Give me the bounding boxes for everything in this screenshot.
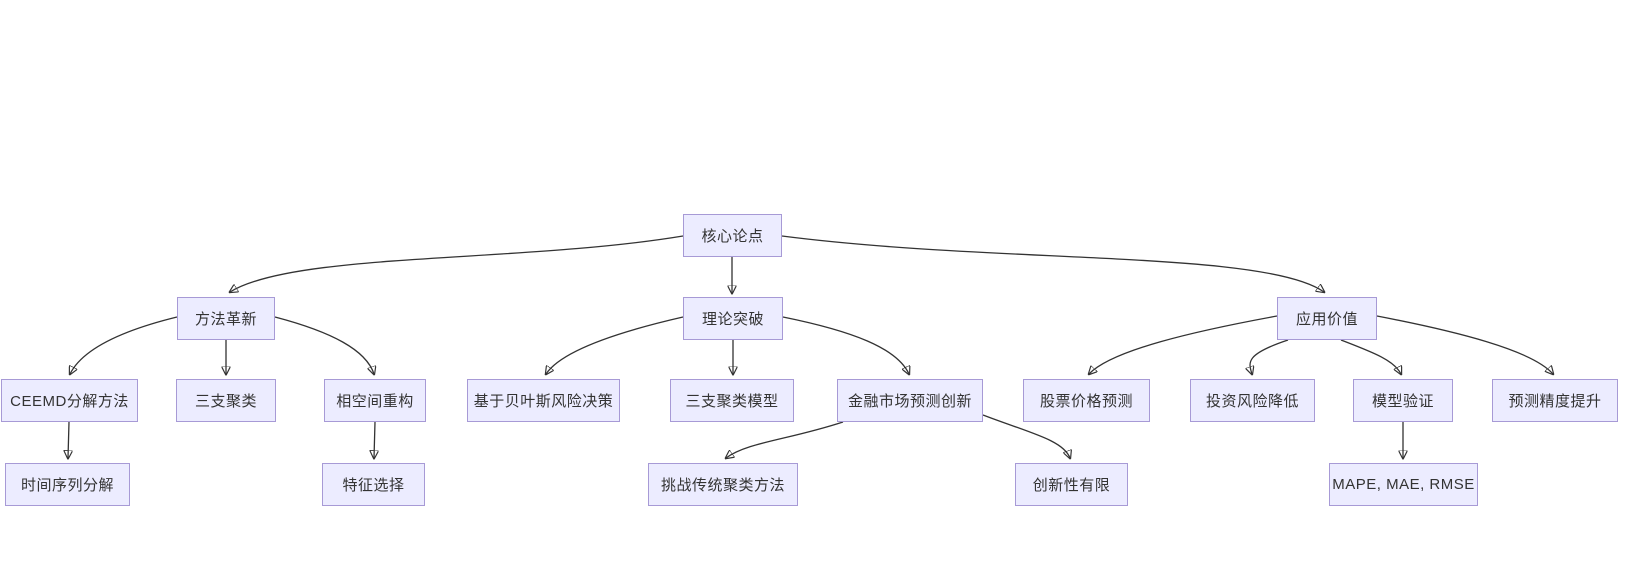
edge-application-accuracy — [1376, 315, 1553, 374]
edge-application-risk — [1250, 339, 1289, 374]
node-accuracy-label: 预测精度提升 — [1508, 393, 1602, 410]
node-core-label: 核心论点 — [701, 228, 764, 245]
node-method: 方法革新 — [177, 297, 275, 340]
edge-application-stock — [1089, 315, 1278, 374]
edge-core-application — [781, 235, 1324, 292]
edge-theory-fin-innovation — [782, 316, 909, 374]
node-theory-label: 理论突破 — [701, 311, 764, 328]
node-ts-decomp: 时间序列分解 — [5, 463, 130, 506]
node-twc-model-label: 三支聚类模型 — [685, 393, 779, 410]
node-twc-model: 三支聚类模型 — [670, 379, 794, 422]
node-feature: 特征选择 — [322, 463, 425, 506]
edge-method-ceemd — [70, 316, 178, 374]
node-phase-space: 相空间重构 — [324, 379, 426, 422]
node-stock-label: 股票价格预测 — [1039, 393, 1133, 410]
node-risk: 投资风险降低 — [1190, 379, 1315, 422]
node-core: 核心论点 — [683, 214, 782, 257]
node-bayes: 基于贝叶斯风险决策 — [467, 379, 620, 422]
node-limited: 创新性有限 — [1015, 463, 1128, 506]
node-three-way: 三支聚类 — [176, 379, 276, 422]
edge-fin-innovation-challenge — [726, 421, 844, 458]
node-challenge-label: 挑战传统聚类方法 — [660, 477, 785, 494]
edge-application-validation — [1340, 339, 1401, 374]
node-risk-label: 投资风险降低 — [1205, 393, 1299, 410]
edge-theory-bayes — [546, 316, 684, 374]
edge-core-method — [230, 235, 684, 292]
node-three-way-label: 三支聚类 — [194, 393, 257, 410]
node-metrics: MAPE, MAE, RMSE — [1329, 463, 1478, 506]
node-validation-label: 模型验证 — [1371, 393, 1434, 410]
edge-ceemd-ts-decomp — [68, 421, 69, 458]
node-fin-innovation-label: 金融市场预测创新 — [847, 393, 972, 410]
node-bayes-label: 基于贝叶斯风险决策 — [473, 393, 614, 410]
node-stock: 股票价格预测 — [1023, 379, 1150, 422]
node-application-label: 应用价值 — [1295, 311, 1358, 328]
node-fin-innovation: 金融市场预测创新 — [837, 379, 983, 422]
node-validation: 模型验证 — [1353, 379, 1453, 422]
node-application: 应用价值 — [1277, 297, 1377, 340]
edge-method-phase-space — [274, 316, 374, 374]
node-challenge: 挑战传统聚类方法 — [648, 463, 798, 506]
node-theory: 理论突破 — [683, 297, 783, 340]
node-limited-label: 创新性有限 — [1032, 477, 1111, 494]
node-ceemd: CEEMD分解方法 — [1, 379, 138, 422]
node-phase-space-label: 相空间重构 — [336, 393, 414, 410]
node-metrics-label: MAPE, MAE, RMSE — [1332, 476, 1475, 493]
node-method-label: 方法革新 — [194, 311, 257, 328]
node-feature-label: 特征选择 — [342, 477, 405, 494]
edge-fin-innovation-limited — [982, 414, 1070, 458]
node-accuracy: 预测精度提升 — [1492, 379, 1618, 422]
node-ceemd-label: CEEMD分解方法 — [10, 393, 129, 410]
edge-phase-space-feature — [374, 421, 375, 458]
node-ts-decomp-label: 时间序列分解 — [20, 477, 114, 494]
